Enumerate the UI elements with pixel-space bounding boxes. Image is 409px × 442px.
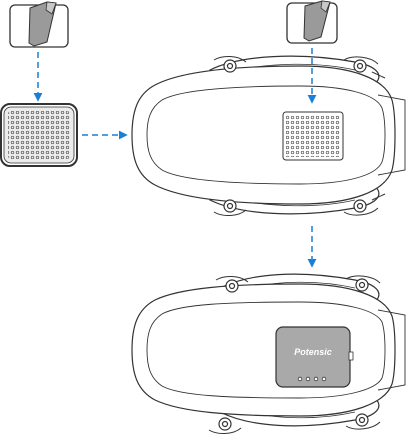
peel-tape-step-1 xyxy=(9,1,69,48)
module-grille xyxy=(0,103,78,167)
led-indicators xyxy=(297,376,327,382)
led-indicator xyxy=(313,376,319,382)
brand-logo-text: Potensic xyxy=(294,347,332,357)
installed-module: Potensic xyxy=(275,326,354,388)
led-indicator xyxy=(305,376,311,382)
drone-grille xyxy=(282,111,344,161)
peel-tape-step-2 xyxy=(286,0,338,44)
drone-result-view xyxy=(131,273,406,434)
led-indicator xyxy=(297,376,303,382)
led-indicator xyxy=(321,376,327,382)
drone-top-view xyxy=(131,55,406,216)
